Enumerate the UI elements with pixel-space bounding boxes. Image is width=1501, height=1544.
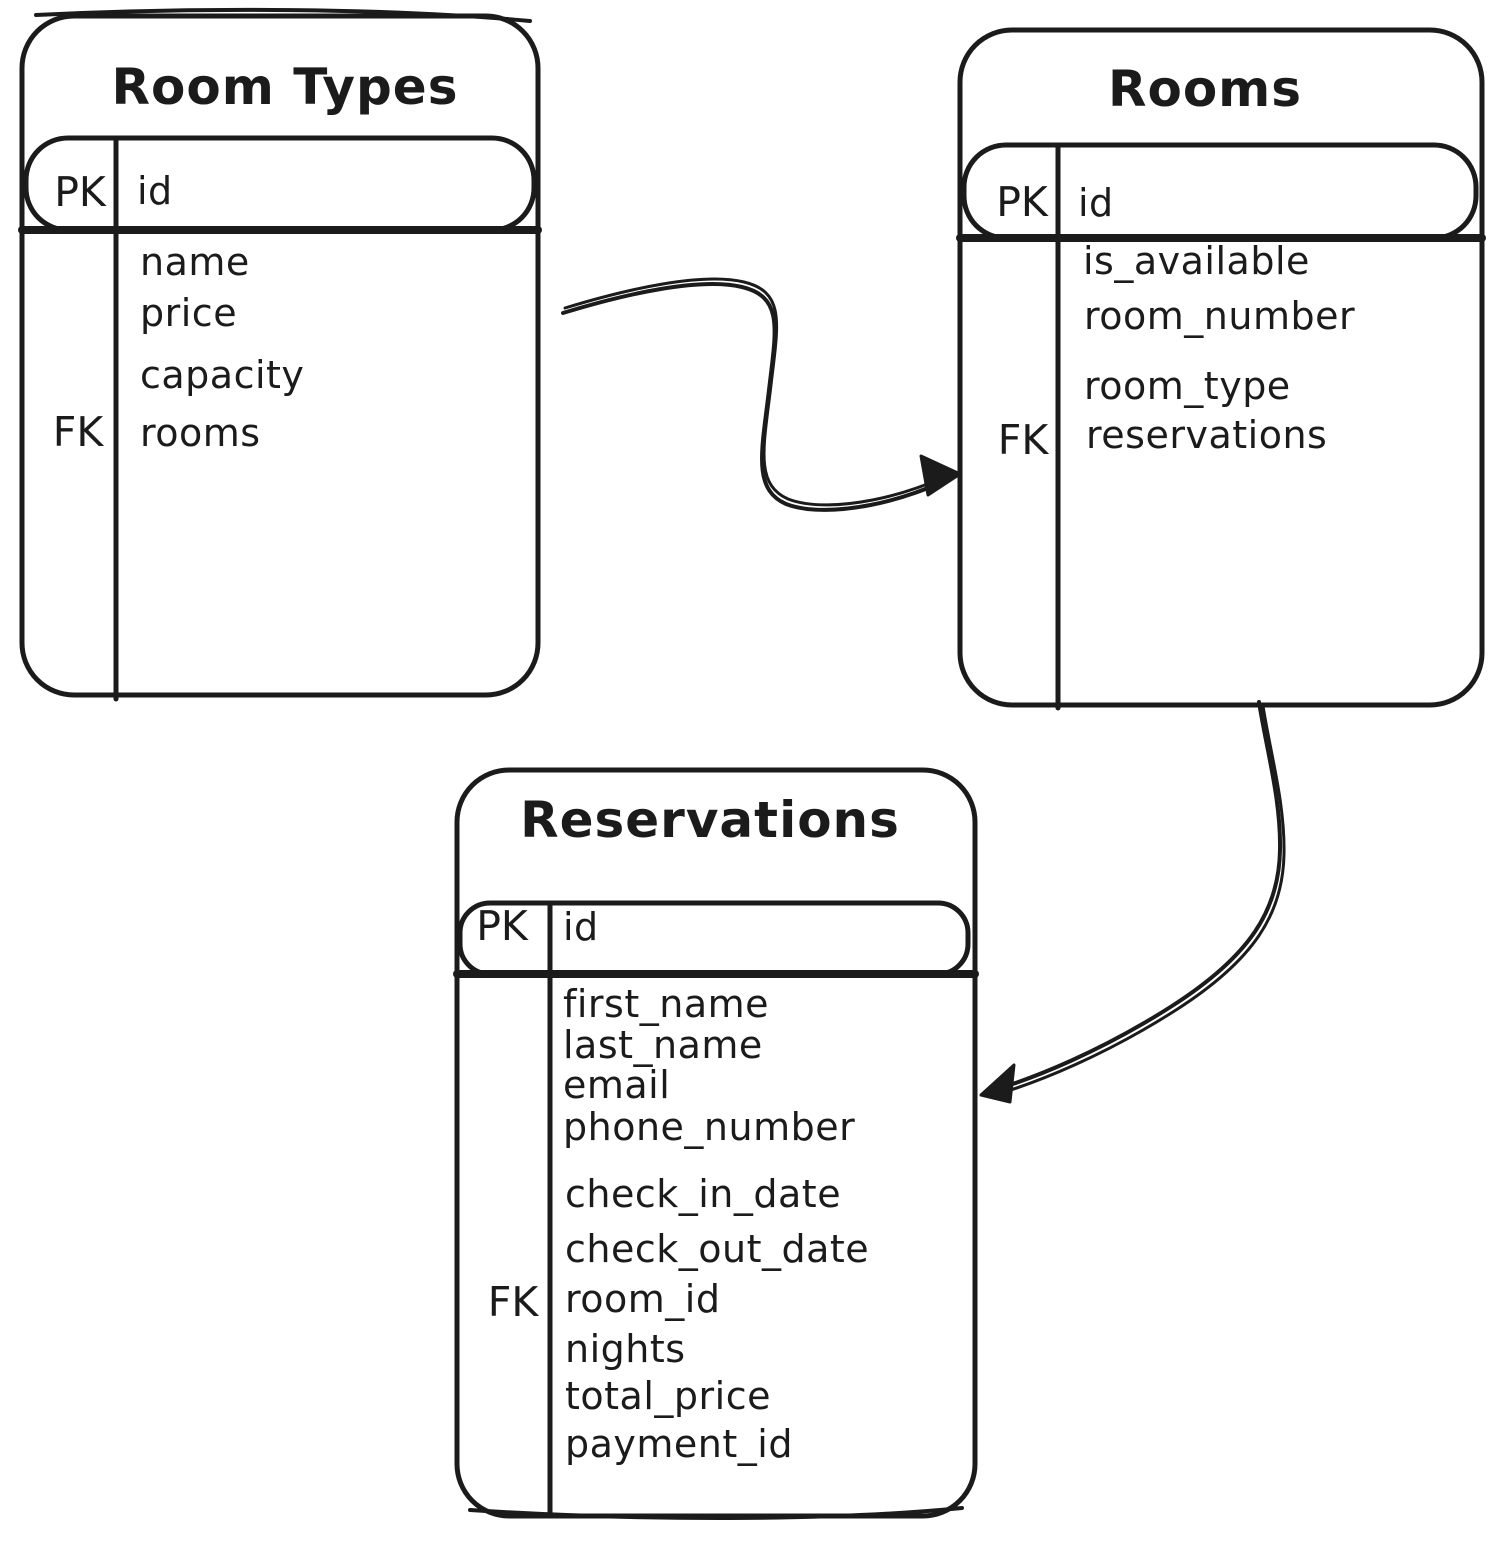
rooms-table-shape bbox=[956, 27, 1486, 711]
arrowhead-into-rooms bbox=[919, 454, 962, 497]
room-types-table-shape bbox=[18, 7, 542, 702]
reservations-table-shape bbox=[453, 767, 979, 1521]
arrow-rooms-to-reservations bbox=[979, 700, 1286, 1104]
arrowhead-into-reservations bbox=[979, 1063, 1016, 1104]
arrow-room-types-to-rooms bbox=[561, 277, 962, 512]
